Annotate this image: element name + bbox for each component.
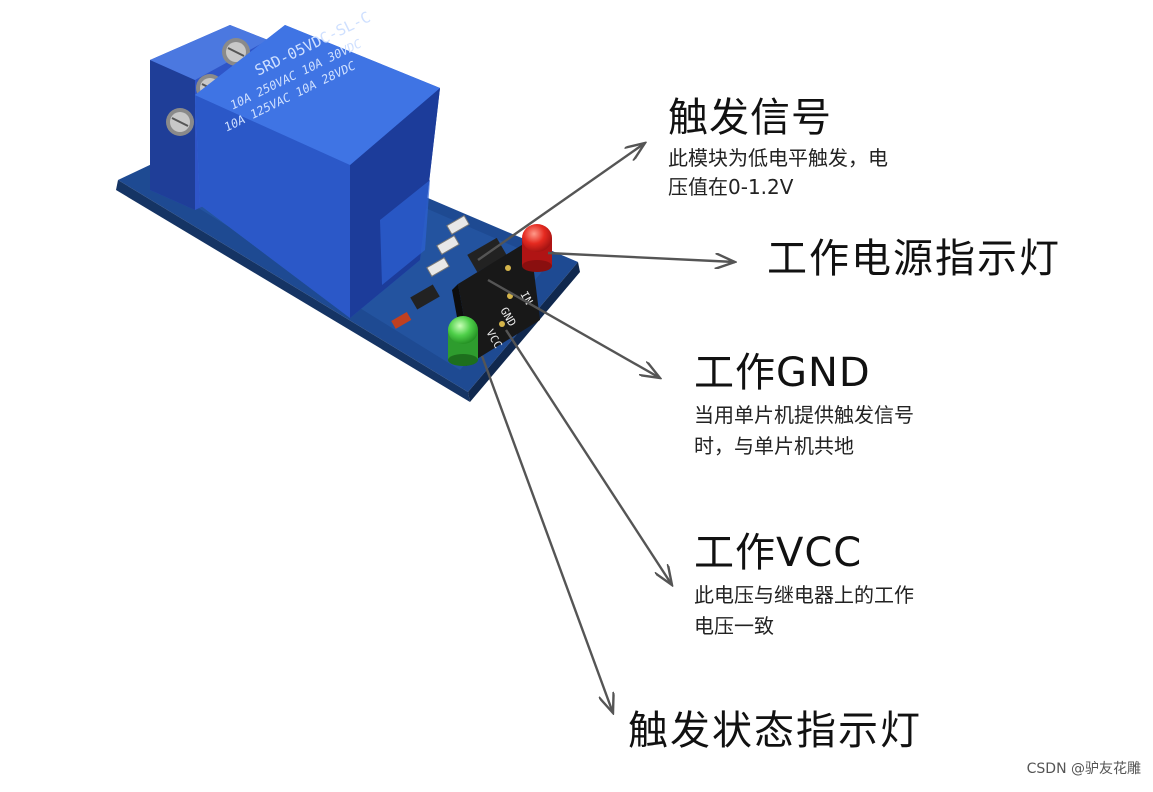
arrow-trigger	[477, 143, 645, 261]
power-led-title: 工作电源指示灯	[767, 236, 1061, 282]
arrow-vcc	[504, 329, 672, 585]
arrow-power-led	[547, 251, 735, 262]
gnd-desc-line2: 时，与单片机共地	[694, 434, 854, 458]
trigger-title: 触发信号	[668, 95, 832, 141]
trigger-desc-line2: 压值在0-1.2V	[668, 175, 794, 199]
gnd-desc-line1: 当用单片机提供触发信号	[694, 403, 914, 427]
status-led-title: 触发状态指示灯	[628, 708, 922, 754]
arrow-status-led	[480, 355, 613, 713]
watermark: CSDN @驴友花雕	[1026, 761, 1141, 777]
pin-label-in: IN	[517, 289, 535, 307]
vcc-desc-line1: 此电压与继电器上的工作	[694, 583, 914, 607]
callout-arrows	[477, 143, 735, 713]
terminal-screw-3	[166, 108, 194, 136]
vcc-title: 工作VCC	[694, 530, 863, 576]
status-led	[448, 316, 478, 366]
arrow-gnd	[487, 278, 660, 378]
vcc-desc-line2: 电压一致	[694, 614, 774, 638]
power-led	[522, 224, 552, 272]
gnd-title: 工作GND	[694, 350, 871, 396]
trigger-desc-line1: 此模块为低电平触发，电	[668, 146, 888, 170]
